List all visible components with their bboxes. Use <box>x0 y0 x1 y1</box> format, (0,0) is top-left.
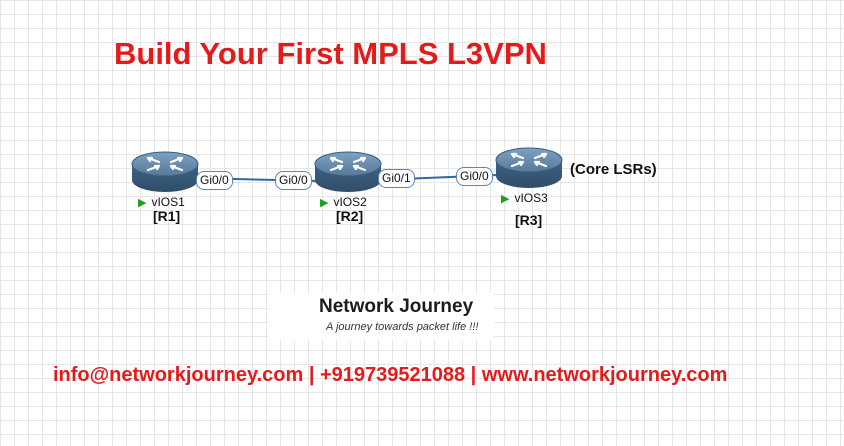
port-label-r2-gi0-1: Gi0/1 <box>378 169 415 188</box>
contact-line: info@networkjourney.com | +919739521088 … <box>53 364 728 386</box>
logo-background <box>268 293 494 340</box>
router-label-r1: ▶ vIOS1 <box>138 195 185 209</box>
logo-tagline: A journey towards packet life !!! <box>326 321 479 333</box>
logo-title: Network Journey <box>319 296 474 317</box>
port-label-r1-gi0-0: Gi0/0 <box>196 171 233 190</box>
port-label-r3-gi0-0: Gi0/0 <box>456 167 493 186</box>
router-label-r2: ▶ vIOS2 <box>320 195 367 209</box>
router-tag-r3: [R3] <box>515 212 543 228</box>
core-lsrs-annotation: (Core LSRs) <box>570 161 657 178</box>
router-icon[interactable] <box>494 146 564 190</box>
page-title: Build Your First MPLS L3VPN <box>114 36 547 71</box>
router-icon[interactable] <box>313 150 383 194</box>
router-tag-r1: [R1] <box>153 208 181 224</box>
router-icon[interactable] <box>130 150 200 194</box>
router-tag-r2: [R2] <box>336 208 364 224</box>
router-label-r3: ▶ vIOS3 <box>501 191 548 205</box>
router-name: vIOS2 <box>333 195 367 209</box>
router-name: vIOS3 <box>514 191 548 205</box>
port-label-r2-gi0-0: Gi0/0 <box>275 171 312 190</box>
play-icon: ▶ <box>501 192 510 205</box>
play-icon: ▶ <box>138 196 147 209</box>
play-icon: ▶ <box>320 196 329 209</box>
router-name: vIOS1 <box>151 195 185 209</box>
